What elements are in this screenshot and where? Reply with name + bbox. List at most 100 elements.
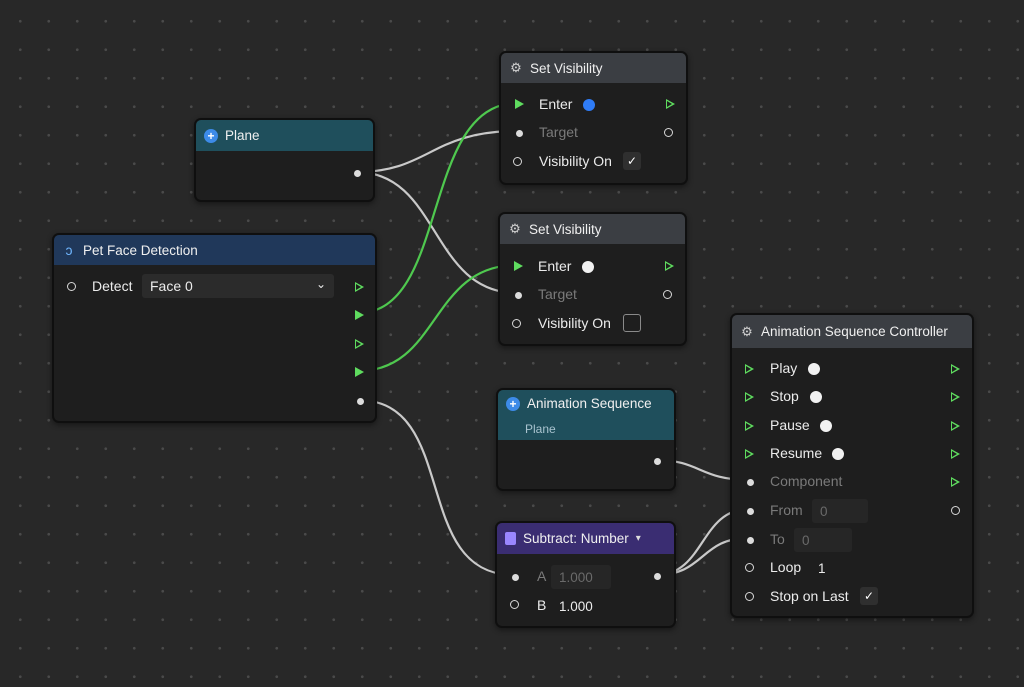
set-visibility-header-1[interactable]: ⚙ Set Visibility: [501, 53, 686, 83]
wire-plane-to-target-2: [355, 170, 518, 295]
animation-sequence-node[interactable]: + Animation Sequence Plane: [496, 388, 676, 491]
animation-sequence-controller-title: Animation Sequence Controller: [761, 324, 948, 339]
plane-output-port[interactable]: [354, 170, 361, 177]
pause-swatch[interactable]: [820, 420, 832, 432]
enter-input-port-2[interactable]: [514, 261, 523, 271]
pet-face-detection-header[interactable]: ↄ Pet Face Detection: [54, 235, 375, 265]
target-input-port-1[interactable]: [516, 130, 523, 137]
calculator-icon: [505, 532, 516, 545]
enter-color-swatch-2[interactable]: [582, 261, 594, 273]
subtract-output-port[interactable]: [654, 573, 661, 580]
detect-input-port[interactable]: [67, 282, 76, 291]
stop-on-last-input-port[interactable]: [745, 592, 754, 601]
subtract-number-header[interactable]: Subtract: Number ▾: [497, 523, 674, 554]
plus-icon: +: [506, 396, 520, 411]
wire-petface-to-enter-2: [357, 263, 518, 373]
enter-label-1: Enter: [539, 96, 573, 112]
target-output-port-2[interactable]: [663, 290, 672, 299]
animation-sequence-header[interactable]: + Animation Sequence Plane: [498, 390, 674, 440]
resume-output-port[interactable]: [951, 449, 960, 459]
from-label: From: [770, 502, 803, 518]
detect-face-dropdown[interactable]: Face 0 ⌄: [142, 274, 334, 298]
enter-label-2: Enter: [538, 258, 572, 274]
to-input-port[interactable]: [747, 537, 754, 544]
from-field[interactable]: 0: [812, 499, 868, 523]
to-value: 0: [802, 532, 810, 548]
from-output-port[interactable]: [951, 506, 960, 515]
resume-label: Resume: [770, 445, 823, 461]
check-icon: ✓: [626, 154, 638, 168]
stop-label: Stop: [770, 388, 799, 404]
pause-label: Pause: [770, 417, 810, 433]
visibility-input-port-1[interactable]: [513, 157, 522, 166]
target-output-port-1[interactable]: [664, 128, 673, 137]
wire-petface-to-subtract-a: [357, 398, 515, 577]
component-input-port[interactable]: [747, 479, 754, 486]
from-input-port[interactable]: [747, 508, 754, 515]
plane-node[interactable]: + Plane: [194, 118, 375, 202]
visibility-input-port-2[interactable]: [512, 319, 521, 328]
chevron-down-icon: ⌄: [315, 277, 326, 291]
face-icon: ↄ: [65, 242, 73, 258]
to-field[interactable]: 0: [794, 528, 852, 552]
animation-sequence-title: Animation Sequence: [527, 396, 652, 411]
loop-input-port[interactable]: [745, 563, 754, 572]
set-visibility-node-2[interactable]: ⚙ Set Visibility Enter Target Visibility…: [498, 212, 687, 346]
subtract-a-value: 1.000: [559, 569, 593, 585]
component-label: Component: [770, 473, 843, 489]
to-label: To: [770, 531, 785, 547]
set-visibility-node-1[interactable]: ⚙ Set Visibility Enter Target Visibility…: [499, 51, 688, 185]
animation-sequence-controller-header[interactable]: ⚙ Animation Sequence Controller: [732, 315, 972, 348]
caret-down-icon[interactable]: ▾: [635, 533, 641, 544]
loop-field[interactable]: 1: [810, 556, 850, 580]
subtract-b-label: B: [537, 597, 547, 613]
wire-petface-to-enter-1: [357, 101, 519, 315]
visibility-on-checkbox-2[interactable]: [623, 314, 641, 332]
subtract-a-field[interactable]: 1.000: [551, 565, 611, 589]
play-swatch[interactable]: [808, 363, 820, 375]
enter-color-swatch-1[interactable]: [583, 99, 595, 111]
pause-output-port[interactable]: [951, 421, 960, 431]
detect-label: Detect: [92, 278, 133, 294]
trigger-output-4[interactable]: [355, 367, 364, 377]
subtract-number-title: Subtract: Number: [523, 531, 629, 546]
subtract-b-value: 1.000: [559, 598, 593, 614]
stop-swatch[interactable]: [810, 391, 822, 403]
plus-icon: +: [204, 128, 218, 143]
set-visibility-title-2: Set Visibility: [529, 221, 602, 237]
trigger-output-2[interactable]: [355, 310, 364, 320]
animation-sequence-controller-node[interactable]: ⚙ Animation Sequence Controller Play Sto…: [730, 313, 974, 618]
trigger-output-3[interactable]: [355, 339, 364, 349]
visibility-on-label-1: Visibility On: [539, 153, 612, 169]
play-input-port[interactable]: [745, 364, 754, 374]
subtract-a-input-port[interactable]: [512, 574, 519, 581]
stop-on-last-label: Stop on Last: [770, 588, 849, 604]
target-input-port-2[interactable]: [515, 292, 522, 299]
gear-icon: ⚙: [509, 221, 521, 236]
pause-input-port[interactable]: [745, 421, 754, 431]
resume-input-port[interactable]: [745, 449, 754, 459]
plane-node-header[interactable]: + Plane: [196, 120, 373, 151]
animation-sequence-output-port[interactable]: [654, 458, 661, 465]
subtract-b-field[interactable]: 1.000: [551, 594, 611, 618]
stop-output-port[interactable]: [951, 392, 960, 402]
exit-output-port-1[interactable]: [666, 99, 675, 109]
component-output-port[interactable]: [951, 477, 960, 487]
exit-output-port-2[interactable]: [665, 261, 674, 271]
wire-plane-to-target-1: [355, 129, 519, 174]
face-index-output-port[interactable]: [357, 398, 364, 405]
resume-swatch[interactable]: [832, 448, 844, 460]
set-visibility-title-1: Set Visibility: [530, 60, 603, 76]
stop-on-last-checkbox[interactable]: ✓: [860, 587, 878, 605]
subtract-b-input-port[interactable]: [510, 600, 519, 609]
detect-face-value: Face 0: [150, 278, 193, 294]
set-visibility-header-2[interactable]: ⚙ Set Visibility: [500, 214, 685, 244]
stop-input-port[interactable]: [745, 392, 754, 402]
play-output-port[interactable]: [951, 364, 960, 374]
pet-face-detection-node[interactable]: ↄ Pet Face Detection Detect Face 0 ⌄: [52, 233, 377, 423]
play-label: Play: [770, 360, 798, 376]
trigger-output-1[interactable]: [355, 282, 364, 292]
subtract-number-node[interactable]: Subtract: Number ▾ A 1.000 B 1.000: [495, 521, 676, 628]
visibility-on-checkbox-1[interactable]: ✓: [623, 152, 641, 170]
enter-input-port-1[interactable]: [515, 99, 524, 109]
